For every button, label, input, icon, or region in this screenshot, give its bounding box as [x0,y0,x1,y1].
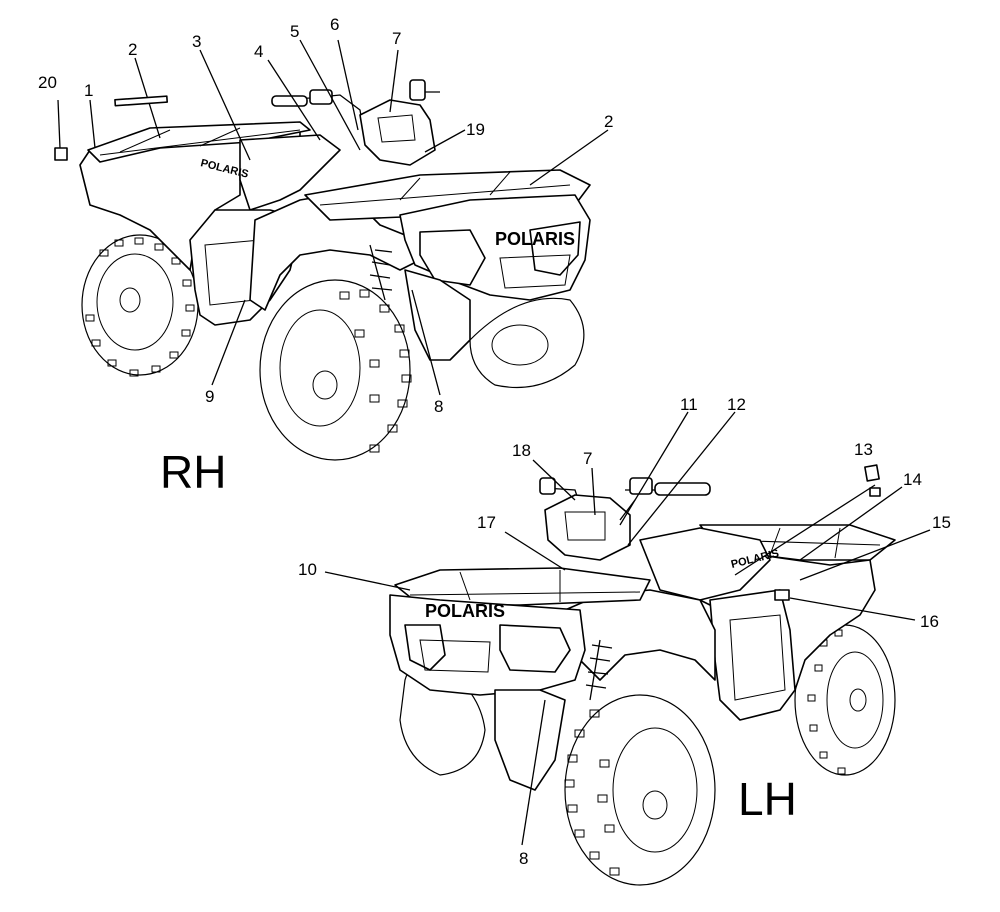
lh-callout-14: 14 [903,470,922,489]
lh-skid-plate [494,689,566,791]
rh-decal-2-rack [114,95,169,107]
lh-seat [639,527,771,601]
rh-seat [239,134,341,211]
lh-view-label: LH [738,773,797,825]
rh-decal-20 [54,147,68,161]
rh-skid-plate [404,269,471,361]
lh-rear-wheel [794,624,896,776]
lh-callout-11: 11 [680,395,698,414]
lh-leader-lines [324,411,931,846]
rh-callout-19: 19 [466,120,485,139]
lh-front-shock [585,639,613,701]
lh-callout-17: 17 [477,513,496,532]
lh-front-left-wheel [564,694,716,886]
atv-left-hand-view: POLARIS POLARIS [298,395,951,886]
lh-decal-14 [869,487,881,497]
rh-callout-4: 4 [254,42,263,61]
lh-callout-7: 7 [583,449,592,468]
lh-footwell [709,589,796,721]
lh-decal-13 [864,464,880,482]
atv-right-hand-view: POLARIS POLARIS [38,15,613,498]
lh-decal-16 [774,589,790,601]
rh-view-label: RH [160,446,226,498]
lh-grille-brand: POLARIS [425,601,505,621]
rh-callout-7: 7 [392,29,401,48]
rh-front-right-wheel [259,279,412,461]
rh-callout-6: 6 [330,15,339,34]
lh-callout-12: 12 [727,395,746,414]
rh-callout-1: 1 [84,81,93,100]
lh-callout-16: 16 [920,612,939,631]
lh-front-grille: POLARIS [389,594,586,696]
rh-callout-8: 8 [434,397,443,416]
lh-callouts: 18 7 11 12 13 14 15 16 17 10 8 [298,395,951,868]
rh-callouts: 20 1 2 3 4 5 6 7 19 2 9 8 [38,15,613,416]
rh-front-left-wheel [469,297,585,388]
lh-front-fender [564,589,716,681]
lh-callout-10: 10 [298,560,317,579]
rh-callout-2b: 2 [604,112,613,131]
rh-front-grille: POLARIS [399,194,591,301]
rh-front-shock [369,244,393,301]
rh-callout-9: 9 [205,387,214,406]
rh-callout-3: 3 [192,32,201,51]
rh-rear-rack [87,121,311,163]
lh-callout-8: 8 [519,849,528,868]
lh-callout-13: 13 [854,440,873,459]
rh-handlebars [271,79,440,166]
lh-callout-15: 15 [932,513,951,532]
lh-callout-18: 18 [512,441,531,460]
rh-callout-2a: 2 [128,40,137,59]
rh-grille-brand: POLARIS [495,229,575,249]
rh-callout-5: 5 [290,22,299,41]
rh-callout-20: 20 [38,73,57,92]
